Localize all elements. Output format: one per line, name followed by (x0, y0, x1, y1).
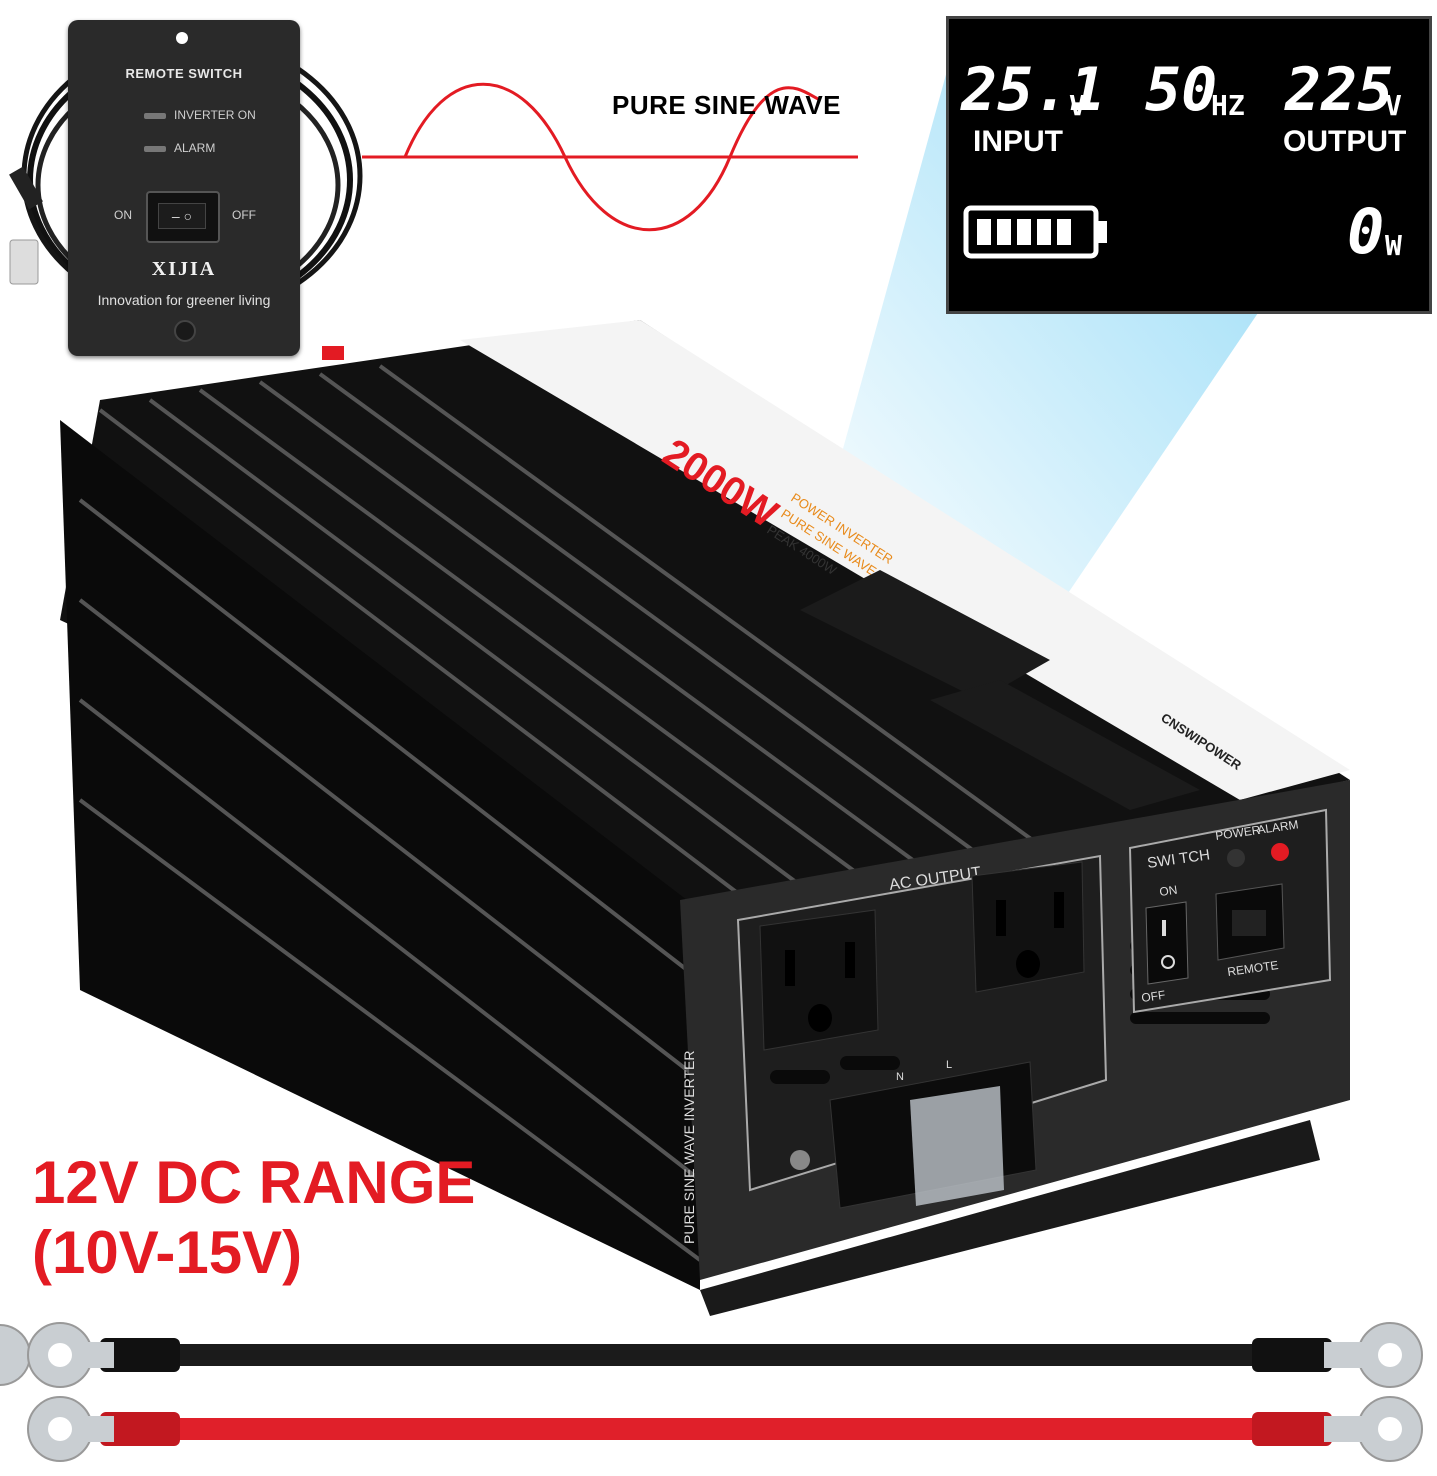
remote-switch-panel: REMOTE SWITCH INVERTER ON ALARM ON – ○ O… (68, 20, 300, 356)
battery-cables (0, 1322, 1423, 1462)
power-value: 0 (1347, 195, 1385, 268)
remote-power-switch[interactable]: – ○ (146, 191, 220, 243)
off-label: OFF (1140, 988, 1166, 1005)
power-unit: W (1385, 229, 1402, 262)
remote-title: REMOTE SWITCH (125, 66, 243, 81)
input-voltage-value: 25.1 (961, 55, 1106, 125)
outlet-left[interactable] (759, 909, 879, 1051)
on-label: ON (1158, 883, 1178, 899)
alarm-indicator-led (1271, 843, 1289, 861)
remote-port[interactable] (1215, 883, 1285, 961)
remote-on-label: ON (114, 208, 132, 222)
alarm-table (930, 680, 1200, 810)
lcd-display-zoom: 25.1 V INPUT 50 HZ 225 V OUTPUT 0 W (946, 16, 1432, 314)
dc-range-title: 12V DC RANGE (32, 1149, 476, 1216)
remote-brand: XIJIA (151, 258, 217, 280)
alarm-led (144, 146, 166, 152)
main-power-switch[interactable] (1145, 901, 1189, 985)
black-battery-cable (0, 1322, 1423, 1388)
dc-range-values: (10V-15V) (32, 1219, 303, 1286)
frequency-value: 50 (1145, 55, 1218, 125)
output-label: OUTPUT (1283, 125, 1407, 158)
hardwire-terminal-block[interactable] (829, 1061, 1037, 1209)
terminal-l-label: L (946, 1059, 952, 1071)
alarm-led-label: ALARM (1256, 817, 1299, 837)
alarm-label: ALARM (174, 141, 216, 155)
power-led-label: POWER (1214, 823, 1261, 843)
side-text: PURE SINE WAVE INVERTER (681, 1051, 697, 1244)
sine-wave-diagram (362, 83, 858, 232)
input-label: INPUT (973, 125, 1063, 158)
output-voltage-value: 225 (1285, 55, 1394, 125)
remote-slogan: Innovation for greener living (97, 292, 271, 308)
mini-lcd (800, 570, 1050, 700)
sine-wave-label: PURE SINE WAVE (612, 90, 842, 120)
mounting-hole (176, 32, 188, 44)
output-voltage-unit: V (1385, 89, 1402, 122)
ground-bolt[interactable] (790, 1150, 810, 1170)
terminal-n-label: N (896, 1071, 904, 1083)
remote-off-label: OFF (232, 208, 256, 222)
red-battery-cable (27, 1396, 1423, 1462)
battery-icon (963, 205, 1107, 259)
input-voltage-unit: V (1069, 89, 1086, 122)
screw-icon (174, 320, 196, 342)
display-light-beam (800, 60, 1260, 605)
inverter-on-led (144, 113, 166, 119)
power-inverter: 2000W POWER INVERTER PURE SINE WAVE PEAK… (60, 320, 1350, 1316)
frequency-unit: HZ (1211, 89, 1245, 122)
inverter-on-label: INVERTER ON (174, 108, 256, 122)
power-indicator-led (1227, 849, 1245, 867)
outlet-right[interactable] (971, 861, 1085, 993)
